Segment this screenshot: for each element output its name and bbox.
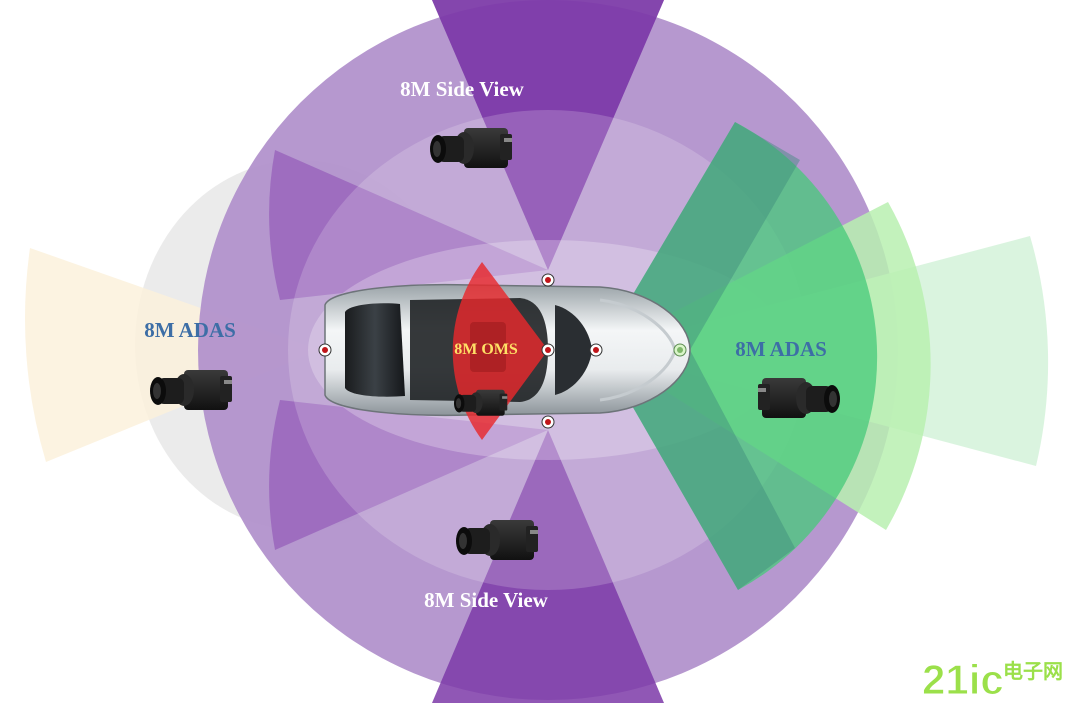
watermark-site: 电子网 xyxy=(1003,659,1063,683)
oms-label: 8M OMS xyxy=(454,341,518,358)
watermark: 21ic 电子网 xyxy=(922,656,1064,703)
sensor-dot-icon xyxy=(318,273,687,429)
adas-rear-label: 8M ADAS xyxy=(144,318,236,342)
side-view-bottom-label: 8M Side View xyxy=(424,588,548,612)
side-view-top-label: 8M Side View xyxy=(400,77,524,101)
front-adas-coverage xyxy=(600,122,1049,590)
adas-front-label: 8M ADAS xyxy=(735,337,827,361)
watermark-brand: 21ic xyxy=(922,656,1004,703)
